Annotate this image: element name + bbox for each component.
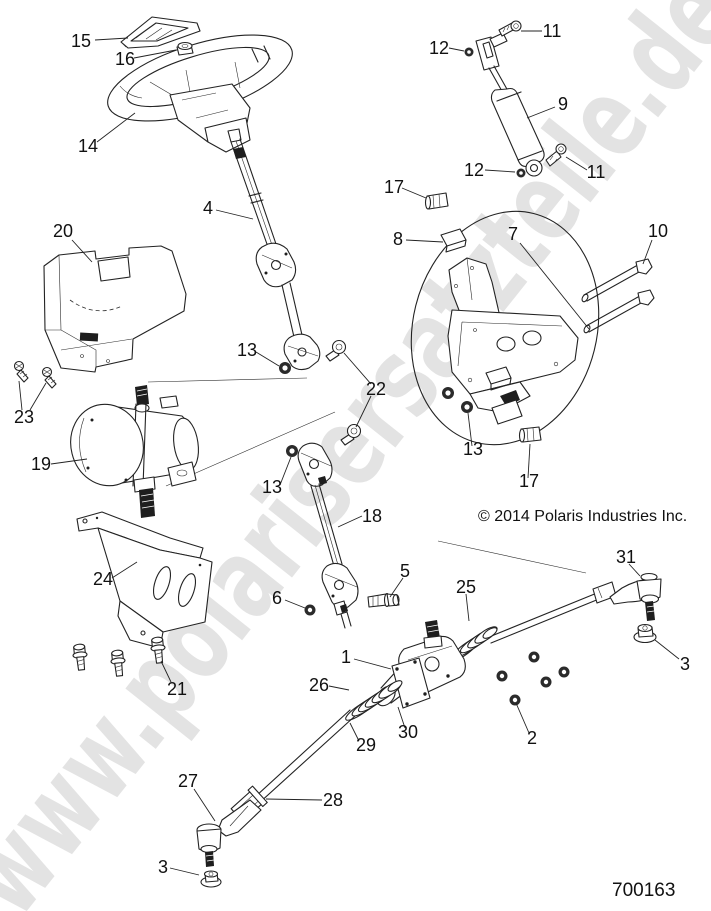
callout-labels: 15 16 14 4 20 11 12 9 12 11 17 8 7 10 13… bbox=[14, 21, 690, 877]
part-bushing-17-lower bbox=[518, 426, 542, 443]
callout-11-lower: 11 bbox=[587, 162, 606, 182]
callout-10: 10 bbox=[648, 221, 668, 241]
part-bushing-17-upper bbox=[424, 192, 449, 210]
callout-6: 6 bbox=[272, 588, 282, 608]
callout-30: 30 bbox=[398, 722, 418, 742]
copyright-notice: © 2014 Polaris Industries Inc. bbox=[478, 508, 687, 525]
callout-4: 4 bbox=[203, 198, 213, 218]
part-mount-screws-21 bbox=[72, 636, 166, 677]
callout-5: 5 bbox=[400, 561, 410, 581]
part-flange-nut-3-right bbox=[633, 623, 657, 644]
leader-lines bbox=[18, 30, 680, 876]
part-rack-nuts-2 bbox=[496, 651, 570, 706]
callout-17-lower: 17 bbox=[519, 471, 539, 491]
part-left-tie-rod-28 bbox=[217, 709, 356, 837]
part-pad-8-lower bbox=[485, 366, 512, 391]
callout-20: 20 bbox=[53, 221, 73, 241]
part-nut-13-column bbox=[279, 362, 291, 374]
callout-3-left: 3 bbox=[158, 857, 168, 877]
part-support-bracket-24 bbox=[76, 511, 213, 649]
part-nut-13-bracket bbox=[442, 387, 473, 413]
callout-31: 31 bbox=[616, 547, 636, 567]
part-flange-nut-3-left bbox=[200, 870, 222, 888]
part-pad-8-upper bbox=[440, 228, 467, 253]
callout-18: 18 bbox=[362, 506, 382, 526]
callout-12-lower: 12 bbox=[464, 160, 484, 180]
drawing-number: 700163 bbox=[612, 880, 675, 901]
callout-12-upper: 12 bbox=[429, 38, 449, 58]
callout-11-upper: 11 bbox=[543, 21, 562, 41]
callout-24: 24 bbox=[93, 569, 113, 589]
callout-22: 22 bbox=[366, 379, 386, 399]
callout-9: 9 bbox=[558, 94, 568, 114]
part-eps-unit-19 bbox=[70, 385, 199, 518]
part-damper-bolt-11-lower bbox=[545, 143, 567, 167]
part-damper-nut-12-lower bbox=[516, 168, 526, 178]
alignment-line-lower bbox=[437, 540, 587, 574]
callout-15: 15 bbox=[71, 31, 91, 51]
part-upper-steering-shaft-4 bbox=[227, 128, 321, 371]
callout-25: 25 bbox=[456, 577, 476, 597]
callout-17-upper: 17 bbox=[384, 177, 404, 197]
callout-29: 29 bbox=[356, 735, 376, 755]
alignment-line-upper bbox=[147, 377, 308, 383]
callout-7: 7 bbox=[508, 224, 518, 244]
callout-13-intermediate: 13 bbox=[262, 477, 282, 497]
part-steering-damper-9 bbox=[475, 32, 545, 177]
callout-1: 1 bbox=[341, 647, 351, 667]
part-damper-bolt-11-upper bbox=[498, 20, 522, 37]
callout-13-column: 13 bbox=[237, 340, 257, 360]
callout-14: 14 bbox=[78, 136, 98, 156]
callout-27: 27 bbox=[178, 771, 198, 791]
part-wheel-cover-15 bbox=[120, 16, 201, 49]
part-pinch-bolt-22-lower bbox=[340, 423, 362, 446]
part-wheel-nut-16 bbox=[176, 41, 194, 56]
part-cover-screws-23 bbox=[13, 360, 57, 389]
callout-2: 2 bbox=[527, 728, 537, 748]
callout-19: 19 bbox=[31, 454, 51, 474]
part-nut-13-intermediate bbox=[286, 445, 298, 457]
part-pinch-bolt-22-upper bbox=[325, 339, 347, 362]
callout-3-right: 3 bbox=[680, 654, 690, 674]
part-yoke-bolt-5 bbox=[367, 592, 400, 608]
detail-ellipse-7 bbox=[410, 210, 600, 446]
part-nut-6 bbox=[304, 604, 316, 616]
part-eps-cover-20 bbox=[43, 245, 187, 373]
part-damper-nut-12-upper bbox=[464, 47, 474, 57]
part-tie-rod-end-27 bbox=[196, 823, 222, 867]
part-rack-and-pinion-1 bbox=[345, 572, 662, 721]
callout-8-upper: 8 bbox=[393, 229, 403, 249]
callout-13-bracket: 13 bbox=[463, 439, 483, 459]
part-long-bolts-10 bbox=[581, 258, 655, 334]
part-intermediate-shaft-18 bbox=[297, 442, 359, 629]
callout-21: 21 bbox=[167, 679, 187, 699]
callout-16: 16 bbox=[115, 49, 135, 69]
callout-23: 23 bbox=[14, 407, 34, 427]
callout-28: 28 bbox=[323, 790, 343, 810]
callout-26: 26 bbox=[309, 675, 329, 695]
